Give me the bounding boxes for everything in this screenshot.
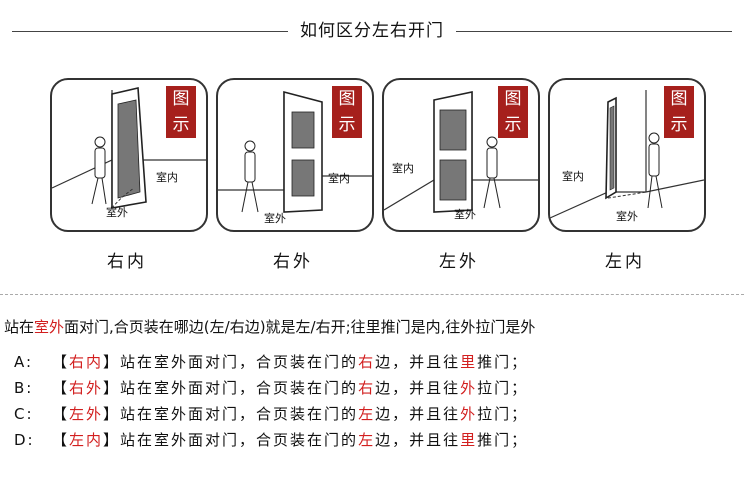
card-right-outward: 室内 室外 图示 bbox=[216, 78, 374, 232]
definition-list: A:【右内】站在室外面对门，合页装在门的右边，并且往里推门； B:【右外】站在室… bbox=[14, 351, 528, 455]
section-divider bbox=[0, 294, 744, 295]
inside-label: 室内 bbox=[156, 171, 178, 184]
outside-label: 室外 bbox=[106, 206, 128, 219]
card-right-inward: 室内 室外 图示 bbox=[50, 78, 208, 232]
door-type: 右外 bbox=[69, 379, 104, 397]
definition-row: D:【左内】站在室外面对门，合页装在门的左边，并且往里推门； bbox=[14, 431, 529, 449]
card-caption: 右内 bbox=[107, 252, 147, 272]
door-right-outward-illustration bbox=[218, 90, 372, 213]
diagram-badge: 图示 bbox=[498, 86, 528, 138]
door-left-inward-illustration bbox=[550, 90, 704, 219]
outside-label: 室外 bbox=[264, 212, 286, 225]
card-caption: 右外 bbox=[273, 252, 313, 272]
page-title: 如何区分左右开门 bbox=[288, 16, 456, 41]
definition-row: A:【右内】站在室外面对门，合页装在门的右边，并且往里推门； bbox=[14, 353, 529, 371]
card-caption: 左外 bbox=[439, 252, 479, 272]
card-left-outward: 室内 室外 图示 bbox=[382, 78, 540, 232]
inside-label: 室内 bbox=[562, 170, 584, 183]
diagram-badge: 图示 bbox=[166, 86, 196, 138]
door-type: 右内 bbox=[69, 353, 104, 371]
door-type: 左内 bbox=[69, 431, 104, 449]
door-type: 左外 bbox=[69, 405, 104, 423]
diagram-badge: 图示 bbox=[332, 86, 362, 138]
door-left-outward-illustration bbox=[384, 91, 538, 213]
definition-row: B:【右外】站在室外面对门，合页装在门的右边，并且往外拉门； bbox=[14, 379, 529, 397]
card-caption: 左内 bbox=[605, 252, 645, 272]
rule-explanation: 站在室外面对门,合页装在哪边(左/右边)就是左/右开;往里推门是内,往外拉门是外 bbox=[4, 318, 536, 336]
highlight-outside: 室外 bbox=[34, 318, 65, 336]
door-right-inward-illustration bbox=[52, 87, 206, 209]
inside-label: 室内 bbox=[328, 172, 350, 185]
definition-row: C:【左外】站在室外面对门，合页装在门的左边，并且往外拉门； bbox=[14, 405, 529, 423]
inside-label: 室内 bbox=[392, 162, 414, 175]
diagram-badge: 图示 bbox=[664, 86, 694, 138]
outside-label: 室外 bbox=[616, 210, 638, 223]
outside-label: 室外 bbox=[454, 208, 476, 221]
door-diagrams: 室内 室外 图示 室内 室外 图示 bbox=[50, 78, 710, 232]
title-bar: 如何区分左右开门 bbox=[0, 0, 744, 60]
card-left-inward: 室内 室外 图示 bbox=[548, 78, 706, 232]
